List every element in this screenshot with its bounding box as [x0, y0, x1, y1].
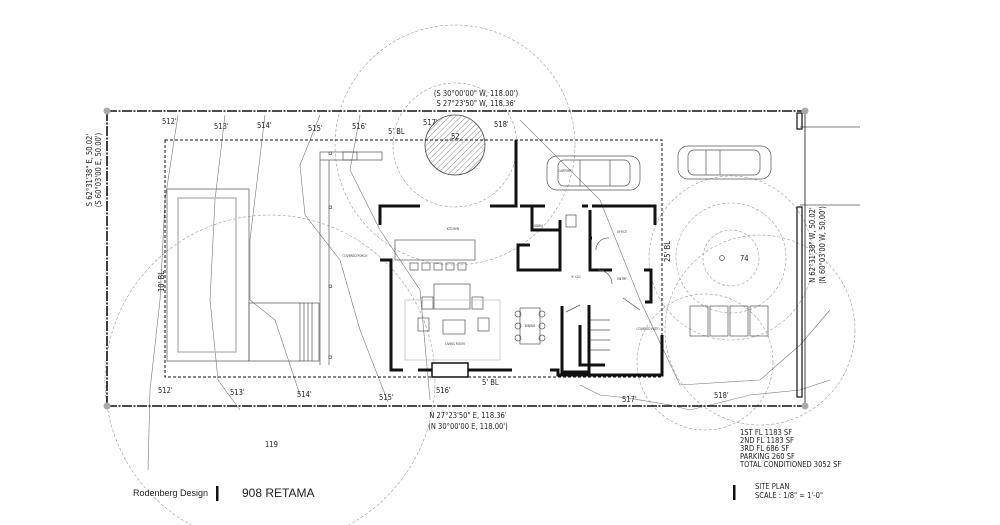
contour-label: 517' — [622, 395, 637, 404]
top-measured-bearing: S 27°23'50" W, 118.36' — [436, 99, 515, 108]
setback-line — [164, 139, 663, 378]
right-measured-bearing: N 62°31'38" W, 50.02' — [808, 207, 817, 283]
contour-label: 516' — [436, 386, 451, 395]
setback-right-label: 25' BL — [663, 241, 672, 262]
bottom-measured-bearing: N 27°23'50" E, 118.36' — [429, 411, 507, 420]
property-line — [103, 107, 809, 410]
tree-label: 74 — [740, 254, 749, 263]
room-label-carport: CARPORT — [558, 169, 572, 173]
title-divider — [733, 485, 736, 500]
contour-label: 515' — [379, 393, 394, 402]
setback-top-label: 5' BL — [388, 127, 405, 136]
top-record-bearing: (S 30°00'00" W, 118.00') — [434, 89, 519, 98]
contour-label: 518' — [714, 391, 729, 400]
room-label-dining: DINING — [525, 324, 535, 328]
contour-label: 516' — [352, 122, 367, 131]
covered-porch — [319, 151, 383, 365]
contour-label: 515' — [308, 124, 323, 133]
tree-label: 52 — [451, 132, 460, 141]
contour-label: 517' — [423, 118, 438, 127]
tree-canopies — [104, 24, 856, 525]
room-label-covered-patio: COVERED PATIO — [637, 327, 661, 331]
firm-name: Rodenberg Design — [133, 488, 208, 498]
setback-left-label: 10' BL — [157, 271, 166, 292]
bottom-record-bearing: (N 30°00'00 E, 118.00') — [428, 422, 508, 431]
contour-label: 514' — [257, 121, 272, 130]
right-record-bearing: (N 60°03'00 W, 50.00') — [818, 206, 827, 284]
room-label-stair-hall: 9' CLG — [571, 275, 580, 279]
sheet-scale: SCALE : 1/8" = 1'-0" — [755, 491, 823, 500]
room-label-covered-porch: COVERED PORCH — [343, 254, 368, 258]
car-driveway — [677, 145, 772, 180]
contour-label: 512' — [158, 386, 173, 395]
area-line: 2ND FL 1183 SF — [740, 436, 794, 445]
room-label-entry: ENTRY — [617, 277, 626, 281]
left-record-bearing: (S 60°03'00 E, 50.00') — [94, 132, 103, 207]
left-measured-bearing: S 62°31'38" E, 50.02' — [85, 134, 94, 207]
contour-label: 514' — [297, 390, 312, 399]
contour-label: 513' — [230, 388, 245, 397]
room-label-mudroom: MUDRM — [531, 224, 543, 228]
area-summary: 1ST FL 1183 SF 2ND FL 1183 SF 3RD FL 686… — [739, 428, 841, 469]
area-line: 1ST FL 1183 SF — [740, 428, 792, 437]
project-name: 908 RETAMA — [242, 486, 314, 500]
area-line: TOTAL CONDITIONED 3052 SF — [739, 460, 841, 469]
area-line: PARKING 260 SF — [740, 452, 795, 461]
contour-label: 518' — [494, 120, 509, 129]
pool — [166, 188, 320, 362]
room-label-kitchen: KITCHEN — [447, 227, 459, 231]
setback-bottom-label: 5' BL — [482, 378, 499, 387]
title-divider — [216, 486, 219, 501]
area-line: 3RD FL 686 SF — [740, 444, 789, 453]
house-floor-plan — [378, 140, 664, 378]
room-label-living: LIVING ROOM — [445, 342, 465, 346]
car-carport — [546, 155, 641, 191]
room-label-office: OFFICE — [617, 230, 627, 234]
contour-label: 513' — [214, 122, 229, 131]
tree-label: 119 — [265, 440, 278, 449]
contour-lines — [147, 114, 860, 471]
parking-pads — [689, 305, 769, 337]
sheet-title: SITE PLAN — [755, 482, 789, 491]
contour-label: 512' — [162, 117, 177, 126]
